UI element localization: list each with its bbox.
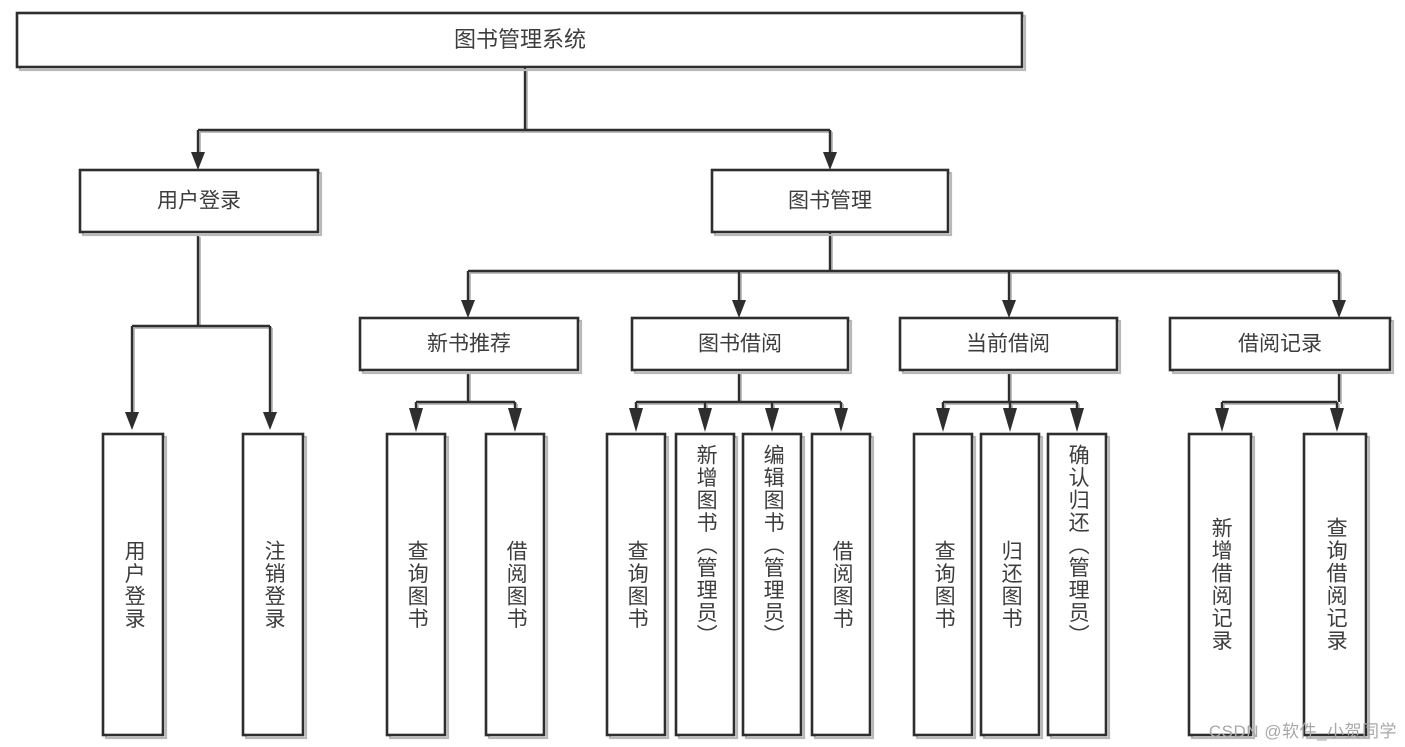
node-new-book-box[interactable]	[358, 316, 580, 372]
node-leaf-nb-borrow-box[interactable]	[484, 432, 546, 737]
node-leaf-nb-query-box[interactable]	[385, 432, 447, 737]
node-book-borrow-box[interactable]	[630, 316, 850, 372]
edge-records-to-leaves	[1220, 372, 1341, 418]
arrowhead-nb-query	[409, 408, 423, 432]
node-new-book-label: 新书推荐	[427, 333, 511, 356]
arrowhead-new-book-rec	[461, 300, 475, 318]
node-borrow-record-box[interactable]	[1168, 316, 1392, 372]
arrowhead-borrow-record	[1332, 300, 1346, 318]
edge-root-to-level2	[196, 68, 832, 158]
edge-borrow-to-leaves	[634, 372, 843, 418]
arrowhead-current-borrow	[1002, 300, 1016, 318]
node-book-manage-label: 图书管理	[788, 190, 872, 213]
node-book-manage-box[interactable]	[710, 168, 950, 234]
node-current-borrow-box[interactable]	[898, 316, 1119, 372]
node-leaf-cb-return-box[interactable]	[979, 432, 1041, 737]
node-leaf-br-query-box[interactable]	[1302, 432, 1368, 737]
node-book-borrow-label: 图书借阅	[698, 333, 782, 356]
node-leaf-bb-add-box[interactable]	[674, 432, 736, 737]
edge-shadow-borrow	[637, 374, 844, 420]
csdn-watermark: CSDN @软件_小贺同学	[1208, 722, 1397, 741]
node-user-login-label: 用户登录	[157, 190, 241, 213]
node-leaf-bb-query-box[interactable]	[605, 432, 667, 737]
node-leaf-cb-query-box[interactable]	[912, 432, 974, 737]
node-user-login-box[interactable]	[78, 168, 320, 234]
node-leaf-bb-edit-box[interactable]	[741, 432, 803, 737]
node-current-borrow-label: 当前借阅	[966, 333, 1050, 356]
arrowhead-bb-borrow	[834, 408, 848, 432]
edge-shadow-user	[133, 237, 273, 420]
node-leaf-user-login-box[interactable]	[101, 432, 165, 737]
node-root-label: 图书管理系统	[454, 27, 586, 52]
arrowhead-br-add	[1215, 408, 1229, 432]
arrowhead-book-borrow	[732, 300, 746, 318]
node-borrow-record-label: 借阅记录	[1238, 333, 1322, 356]
arrowhead-cb-query	[936, 408, 950, 432]
edge-shadow-root	[199, 70, 833, 160]
edge-shadow-manage	[469, 234, 1342, 308]
node-root-box[interactable]	[15, 11, 1024, 69]
arrowhead-bb-query	[629, 408, 643, 432]
arrowhead-user-login	[191, 152, 205, 170]
connector-layer	[125, 68, 1346, 432]
edge-manage-to-level3	[466, 232, 1341, 306]
arrowhead-bb-edit	[765, 408, 779, 432]
arrowhead-cb-confirm	[1070, 408, 1084, 432]
arrowhead-br-query	[1330, 408, 1344, 432]
arrowhead-bb-add	[698, 408, 712, 432]
arrowhead-nb-borrow	[508, 408, 522, 432]
edge-shadow-records	[1223, 374, 1342, 420]
arrowhead-leaf-user-login	[125, 412, 139, 430]
arrowhead-cb-return	[1003, 408, 1017, 432]
edge-newbook-to-leaves	[414, 372, 517, 418]
node-leaf-logout-box[interactable]	[241, 432, 305, 737]
edge-shadow-newbook	[417, 374, 518, 420]
node-leaf-cb-confirm-box[interactable]	[1046, 432, 1108, 737]
node-leaf-bb-borrow-box[interactable]	[810, 432, 872, 737]
arrowhead-book-manage	[823, 152, 837, 170]
arrowhead-leaf-logout	[263, 412, 277, 430]
edge-user-to-leaves	[130, 235, 272, 418]
node-leaf-br-add-box[interactable]	[1187, 432, 1253, 737]
node-layer: 图书管理系统 用户登录 图书管理 新书推荐 图书借阅 当前借阅 借阅记录	[15, 11, 1395, 740]
